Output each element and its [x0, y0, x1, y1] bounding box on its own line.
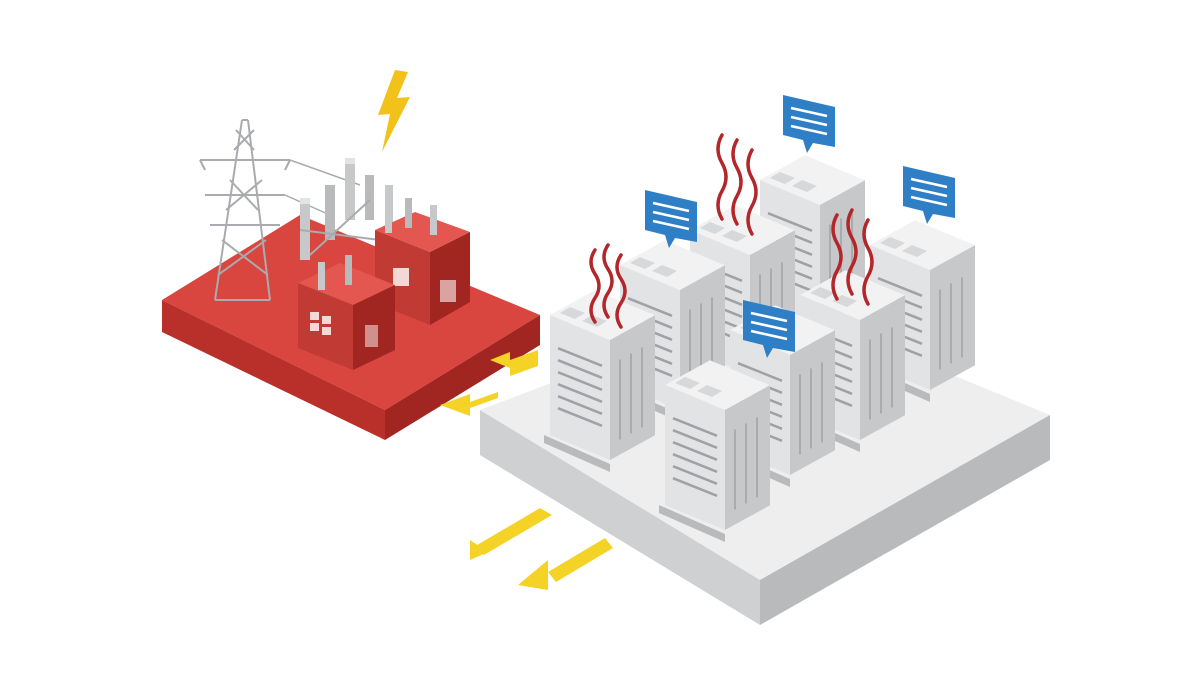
vent-line [672, 465, 718, 485]
server-top [690, 205, 795, 255]
heat-wave-icon [589, 243, 627, 329]
rooftop-unit [722, 230, 747, 242]
chat-bubble-icon [645, 190, 697, 248]
server-building [659, 360, 770, 542]
chat-bubble-icon [903, 166, 955, 224]
server-side [930, 245, 975, 390]
rooftop-unit [770, 172, 795, 184]
vent-line [557, 395, 603, 415]
rooftop-unit [902, 245, 927, 257]
vent-line [737, 362, 783, 382]
datacenter-platform-left [480, 410, 760, 625]
rooftop-unit [560, 307, 585, 319]
substation-platform-right [385, 315, 540, 440]
rooftop-unit [810, 287, 835, 299]
vent-line [672, 477, 718, 497]
vent-line [767, 212, 813, 232]
arrow-icon [490, 350, 538, 376]
heat-wave-icon [831, 208, 874, 306]
arrow-icon [470, 540, 488, 560]
datacenter-platform-right [760, 415, 1050, 625]
chat-bubble-line [910, 186, 948, 198]
heat-wave-icon [716, 133, 758, 236]
vent-line [557, 407, 603, 427]
substation-building-front [298, 255, 395, 370]
chat-bubble-line [652, 219, 690, 231]
server-side [725, 385, 770, 530]
vent-line [557, 359, 603, 379]
server-side [860, 295, 905, 440]
server-top [870, 220, 975, 270]
server-side [610, 315, 655, 460]
chat-bubble-line [790, 124, 828, 136]
chat-bubble-line [790, 106, 828, 118]
vent-line [672, 417, 718, 437]
rooftop-unit [700, 222, 725, 234]
vent-line [557, 383, 603, 403]
substation-platform-left [162, 300, 385, 440]
server-top [665, 360, 770, 410]
server-base [659, 505, 725, 542]
server-base [544, 435, 610, 472]
arrow-icon [440, 392, 498, 416]
chat-bubble-line [750, 329, 788, 341]
chat-bubble-line [750, 320, 788, 332]
rooftop-unit [675, 377, 700, 389]
vent-line [672, 453, 718, 473]
arrow-icon [518, 560, 548, 590]
rooftop-unit [792, 180, 817, 192]
chat-bubble-line [750, 311, 788, 323]
vent-line [627, 297, 673, 317]
heat-waves [589, 133, 874, 329]
rooftop-unit [652, 265, 677, 277]
vent-line [557, 347, 603, 367]
chat-bubble-line [790, 115, 828, 127]
chat-bubble-icon [783, 95, 835, 153]
server-side [790, 330, 835, 475]
server-top [620, 240, 725, 290]
vent-line [672, 441, 718, 461]
chat-bubbles [645, 95, 955, 358]
arrow-icon [472, 508, 552, 555]
server-buildings [544, 155, 975, 542]
server-top [760, 155, 865, 205]
vent-line [672, 429, 718, 449]
server-front [550, 315, 610, 460]
vent-line [557, 371, 603, 391]
chat-bubble-icon [743, 300, 795, 358]
arrows [440, 350, 613, 590]
rooftop-unit [630, 257, 655, 269]
server-top [550, 290, 655, 340]
server-front [665, 385, 725, 530]
chat-bubble-line [910, 177, 948, 189]
rooftop-unit [880, 237, 905, 249]
vent-line [877, 277, 923, 297]
chat-bubble-line [652, 210, 690, 222]
rooftop-unit [697, 385, 722, 397]
server-building [544, 290, 655, 472]
chat-bubble-line [652, 201, 690, 213]
arrow-icon [548, 538, 613, 582]
chat-bubble-line [910, 195, 948, 207]
lightning-bolt-icon [378, 70, 410, 152]
